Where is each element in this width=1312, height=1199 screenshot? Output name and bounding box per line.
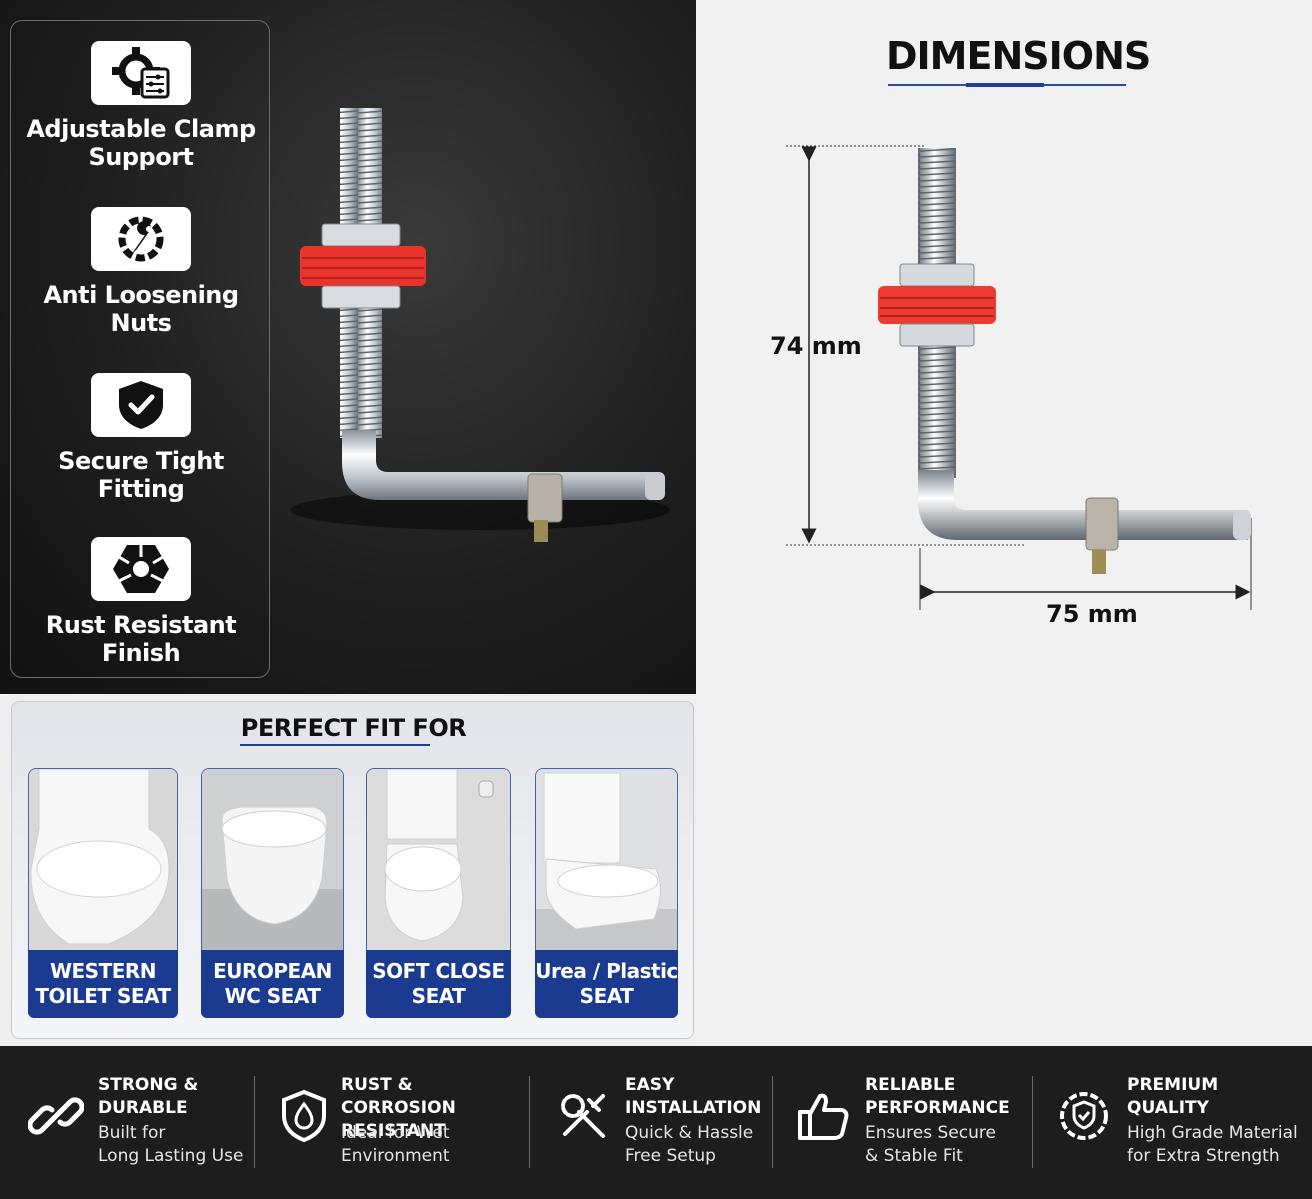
- bottom-feature-title: PREMIUM QUALITY: [1127, 1075, 1219, 1118]
- water-drop-shield-icon: [282, 1089, 326, 1143]
- divider: [254, 1076, 255, 1168]
- feature-rust-resistant: Rust Resistant Finish: [11, 537, 271, 667]
- bottom-feature-subtitle: Ensures Secure & Stable Fit: [865, 1123, 996, 1166]
- bottom-feature-title: STRONG & DURABLE: [98, 1075, 199, 1118]
- bottom-feature-title: EASY INSTALLATION: [625, 1075, 762, 1118]
- chain-link-icon: [28, 1097, 84, 1135]
- bottom-feature-premium: PREMIUM QUALITY High Grade Material for …: [1056, 1074, 1306, 1174]
- width-label: 75 mm: [1046, 600, 1138, 628]
- bottom-feature-reliable: RELIABLE PERFORMANCE Ensures Secure & St…: [796, 1074, 1016, 1174]
- gear-settings-icon: [91, 41, 191, 105]
- perfect-fit-panel: PERFECT FIT FOR WESTERN TOILET SEAT EURO…: [11, 701, 694, 1039]
- feature-label: Adjustable Clamp Support: [26, 115, 256, 171]
- bottom-feature-strong: STRONG & DURABLE Built for Long Lasting …: [28, 1074, 248, 1174]
- feature-label: Anti Loosening Nuts: [43, 281, 239, 337]
- fit-card-urea-plastic: Urea / Plastic SEAT: [535, 768, 678, 1018]
- feature-panel: Adjustable Clamp Support Anti Loosening …: [0, 0, 696, 694]
- feature-list: Adjustable Clamp Support Anti Loosening …: [10, 20, 270, 678]
- fit-card-western: WESTERN TOILET SEAT: [28, 768, 178, 1018]
- dimension-diagram: [786, 145, 1252, 610]
- toilet-photo: [201, 768, 344, 950]
- toilet-photo: [366, 768, 511, 950]
- bottom-feature-subtitle: Quick & Hassle Free Setup: [625, 1123, 754, 1166]
- bottom-feature-title: RELIABLE PERFORMANCE: [865, 1075, 1010, 1118]
- dimensions-title: DIMENSIONS: [886, 34, 1151, 78]
- divider: [772, 1076, 773, 1168]
- fit-card-soft-close: SOFT CLOSE SEAT: [366, 768, 511, 1018]
- gear-wrench-icon: [91, 207, 191, 271]
- perfect-fit-title: PERFECT FIT FOR: [240, 714, 467, 742]
- title-underline: [240, 744, 430, 746]
- toilet-photo: [535, 768, 678, 950]
- bolt-product-image: [290, 108, 670, 542]
- bottom-feature-title: RUST & CORROSION RESISTANT: [341, 1075, 456, 1141]
- divider: [529, 1076, 530, 1168]
- bottom-feature-subtitle: High Grade Material for Extra Strength: [1127, 1123, 1298, 1166]
- bottom-feature-subtitle: Built for Long Lasting Use: [98, 1123, 244, 1166]
- title-underline-accent: [966, 83, 1044, 87]
- bottom-feature-subtitle: Ideal for Wet Environment: [341, 1123, 450, 1166]
- fit-card-label: EUROPEAN WC SEAT: [201, 950, 344, 1018]
- shield-check-icon: [91, 373, 191, 437]
- dimensions-panel: DIMENSIONS 74 m: [696, 0, 1312, 1046]
- height-label: 74 mm: [770, 332, 862, 360]
- badge-shield-icon: [1060, 1092, 1108, 1140]
- feature-label: Secure Tight Fitting: [58, 447, 224, 503]
- feature-label: Rust Resistant Finish: [45, 611, 237, 667]
- fit-card-label: WESTERN TOILET SEAT: [28, 950, 178, 1018]
- toilet-photo: [28, 768, 178, 950]
- fit-card-label: Urea / Plastic SEAT: [535, 950, 678, 1018]
- fit-card-european: EUROPEAN WC SEAT: [201, 768, 344, 1018]
- feature-adjustable-clamp: Adjustable Clamp Support: [11, 41, 271, 171]
- tools-icon: [561, 1094, 605, 1138]
- hexagon-cracked-icon: [91, 537, 191, 601]
- bottom-feature-rust: RUST & CORROSION RESISTANT Ideal for Wet…: [276, 1074, 516, 1174]
- thumbs-up-icon: [798, 1093, 849, 1140]
- divider: [1032, 1076, 1033, 1168]
- fit-card-label: SOFT CLOSE SEAT: [366, 950, 511, 1018]
- bottom-feature-strip: STRONG & DURABLE Built for Long Lasting …: [0, 1046, 1312, 1199]
- feature-anti-loosening: Anti Loosening Nuts: [11, 207, 271, 337]
- bottom-feature-install: EASY INSTALLATION Quick & Hassle Free Se…: [555, 1074, 765, 1174]
- feature-secure-fitting: Secure Tight Fitting: [11, 373, 271, 503]
